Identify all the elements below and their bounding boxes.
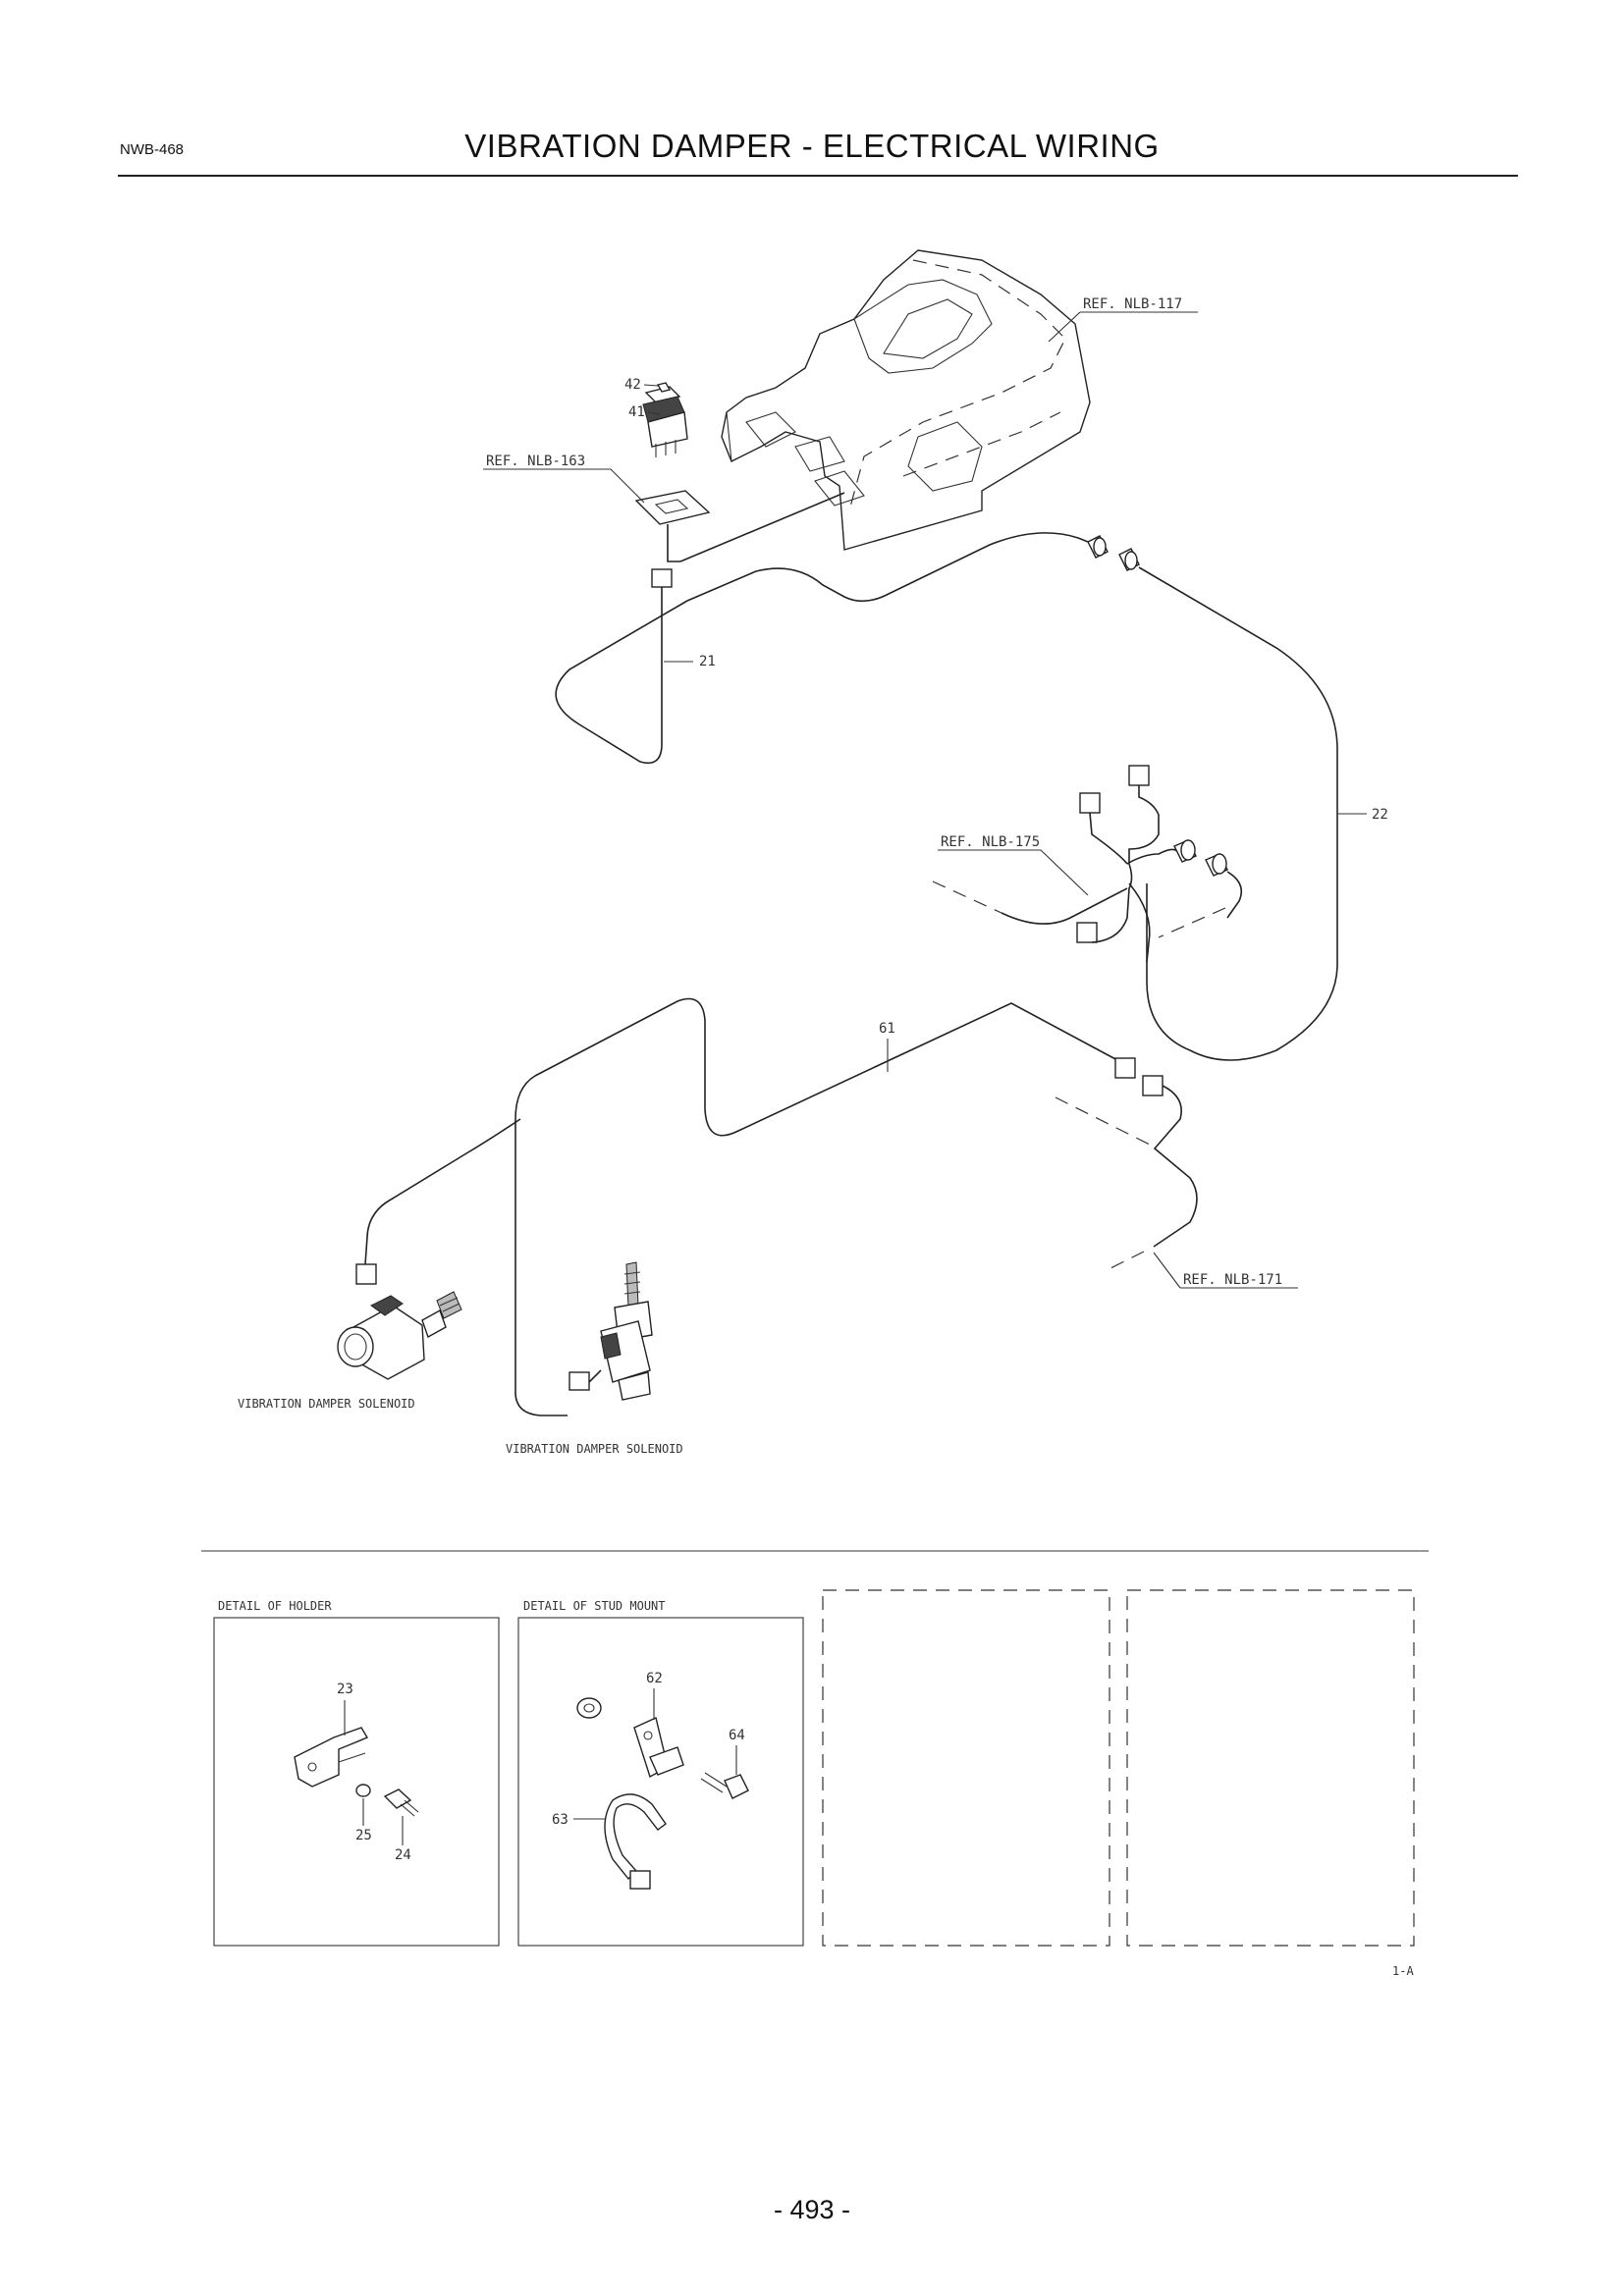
- callout-22: 22: [1372, 807, 1388, 823]
- ref-label-nlb117: REF. NLB-117: [1083, 296, 1182, 312]
- callout-25: 25: [355, 1828, 372, 1843]
- connector-right-solenoid: [568, 1371, 590, 1391]
- header-divider: [118, 175, 1518, 177]
- callout-61: 61: [879, 1021, 895, 1037]
- callout-42: 42: [624, 377, 641, 393]
- vibration-damper-solenoid-right: [600, 1261, 653, 1401]
- holder-bracket: [294, 1727, 369, 1788]
- stud-clamp: [633, 1717, 684, 1779]
- header-code: NWB-468: [120, 141, 185, 158]
- callout-24: 24: [395, 1847, 411, 1863]
- connector-21-top: [651, 568, 673, 588]
- ref-label-nlb175: REF. NLB-175: [941, 834, 1040, 850]
- callout-63: 63: [552, 1812, 568, 1828]
- operator-console: [721, 249, 1091, 551]
- connector-pair-top: [1087, 535, 1140, 571]
- vibration-damper-solenoid-left: [337, 1291, 462, 1380]
- stud-bolt: [700, 1772, 749, 1799]
- page-title: VIBRATION DAMPER - ELECTRICAL WIRING: [464, 128, 1160, 164]
- stud-spacer: [576, 1697, 602, 1719]
- connector-pair-bottom: [1114, 1057, 1164, 1096]
- connector-left-solenoid: [355, 1263, 377, 1285]
- detail-holder-box: [213, 1617, 500, 1947]
- stud-cable-strap: [604, 1793, 667, 1890]
- solenoid-right-label: VIBRATION DAMPER SOLENOID: [506, 1442, 683, 1456]
- holder-bolt: [383, 1789, 419, 1817]
- detail-empty-box-2: [1126, 1589, 1415, 1947]
- callout-41: 41: [628, 404, 645, 420]
- callout-23: 23: [337, 1682, 353, 1697]
- rocker-switch: [642, 386, 688, 457]
- harness-nlb175: [932, 765, 1243, 963]
- detail-stud-mount-title: DETAIL OF STUD MOUNT: [523, 1599, 666, 1613]
- detail-empty-box-1: [822, 1589, 1110, 1947]
- figure-code: 1-A: [1392, 1964, 1414, 1978]
- page-number: - 493 -: [773, 2195, 851, 2224]
- detail-holder-title: DETAIL OF HOLDER: [218, 1599, 332, 1613]
- switch-cap: [656, 382, 672, 393]
- callout-64: 64: [729, 1728, 745, 1743]
- holder-washer: [355, 1784, 371, 1797]
- callout-62: 62: [646, 1671, 663, 1686]
- ref-label-nlb163: REF. NLB-163: [486, 454, 585, 469]
- detail-stud-mount-box: [517, 1617, 804, 1947]
- switch-plate: [634, 490, 711, 525]
- solenoid-left-label: VIBRATION DAMPER SOLENOID: [238, 1397, 415, 1411]
- callout-21: 21: [699, 654, 716, 669]
- ref-label-nlb171: REF. NLB-171: [1183, 1272, 1282, 1288]
